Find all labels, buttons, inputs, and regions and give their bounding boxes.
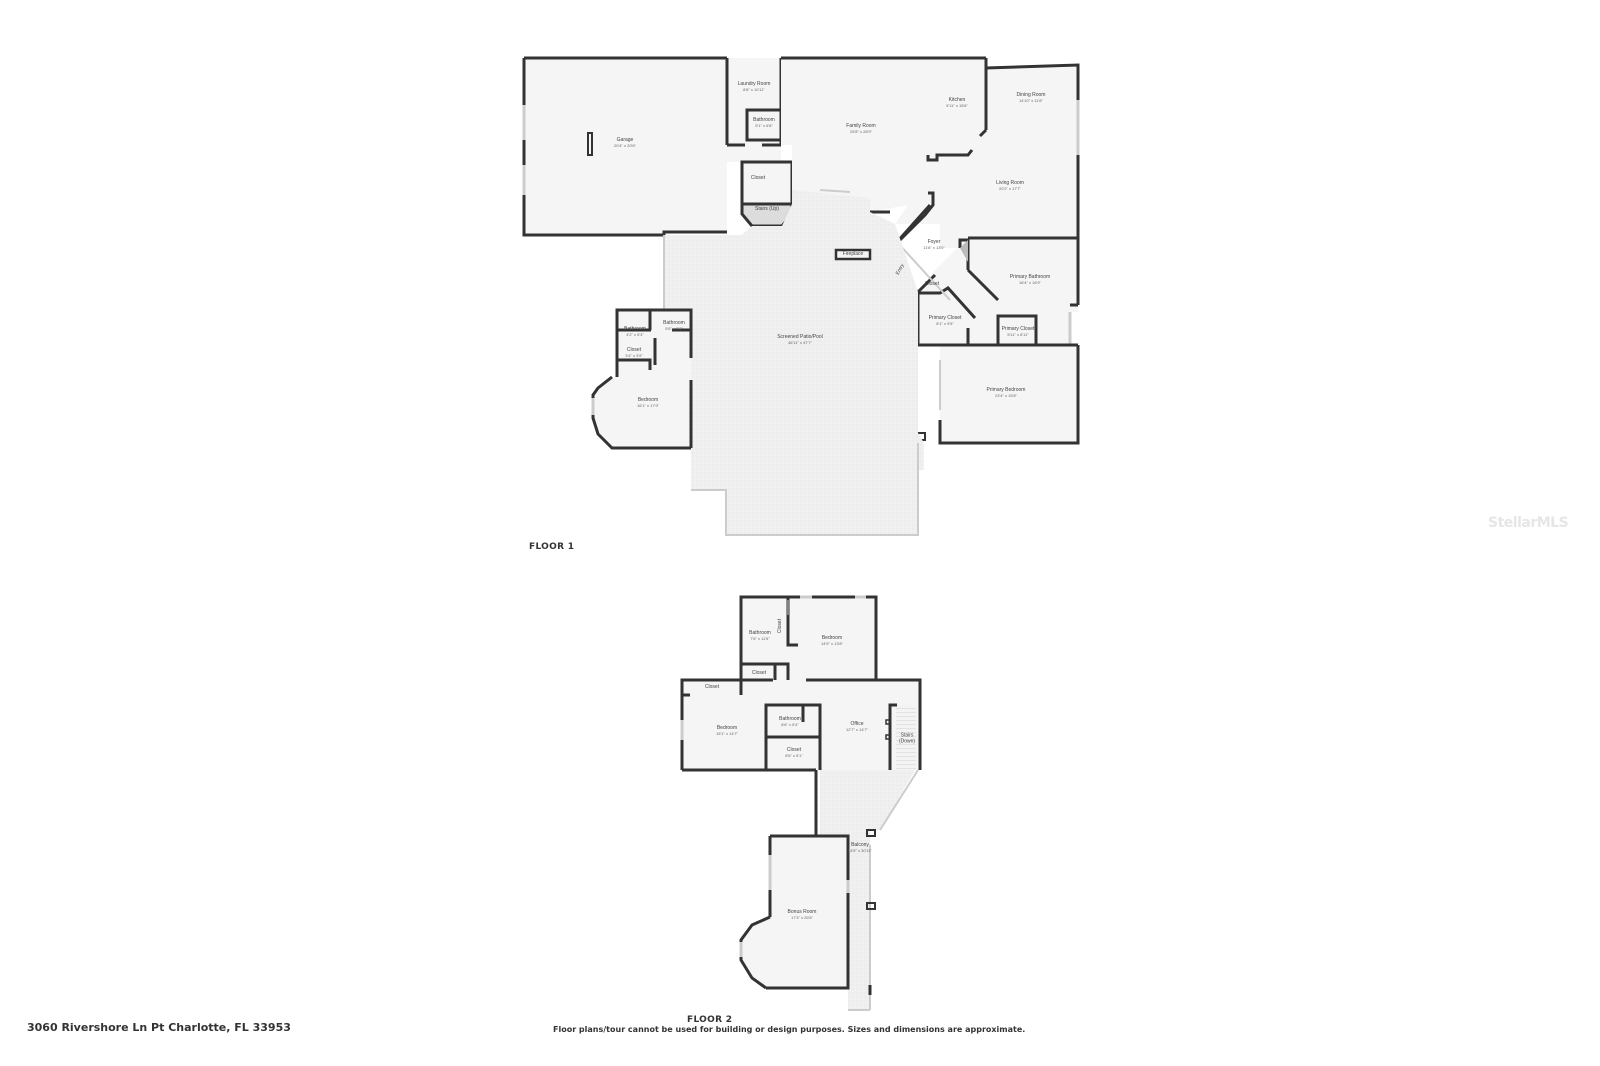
- room-great-room: [781, 56, 1080, 248]
- room-label-fireplace: Fireplace: [842, 251, 864, 258]
- room-label-f2-stairs-down: Stairs (Down): [898, 732, 916, 744]
- floor-2-label: FLOOR 2: [687, 1015, 733, 1025]
- room-balcony: [820, 769, 919, 1011]
- room-upper-block: [680, 595, 922, 772]
- room-label-f2-closet-3: Closet: [704, 684, 720, 691]
- room-label-stairs-up: Stairs (Up): [755, 206, 779, 213]
- property-address: 3060 Rivershore Ln Pt Charlotte, FL 3395…: [27, 1021, 291, 1034]
- floor-2-plan: [680, 595, 922, 1011]
- room-label-f2-closet-1: Closet: [777, 618, 784, 634]
- room-label-f2-closet-2: Closet: [751, 670, 767, 677]
- floor-1-label: FLOOR 1: [529, 542, 575, 552]
- room-label-closet-foyer: Closet: [924, 281, 940, 288]
- mls-watermark: StellarMLS: [1488, 515, 1569, 531]
- room-screened-patio: [663, 190, 924, 536]
- floor-1-plan: [522, 56, 1080, 536]
- disclaimer-text: Floor plans/tour cannot be used for buil…: [553, 1025, 1026, 1034]
- room-bonus: [739, 770, 850, 990]
- room-left-bedroom-wing: [591, 308, 693, 450]
- room-label-closet-1: Closet: [750, 175, 766, 182]
